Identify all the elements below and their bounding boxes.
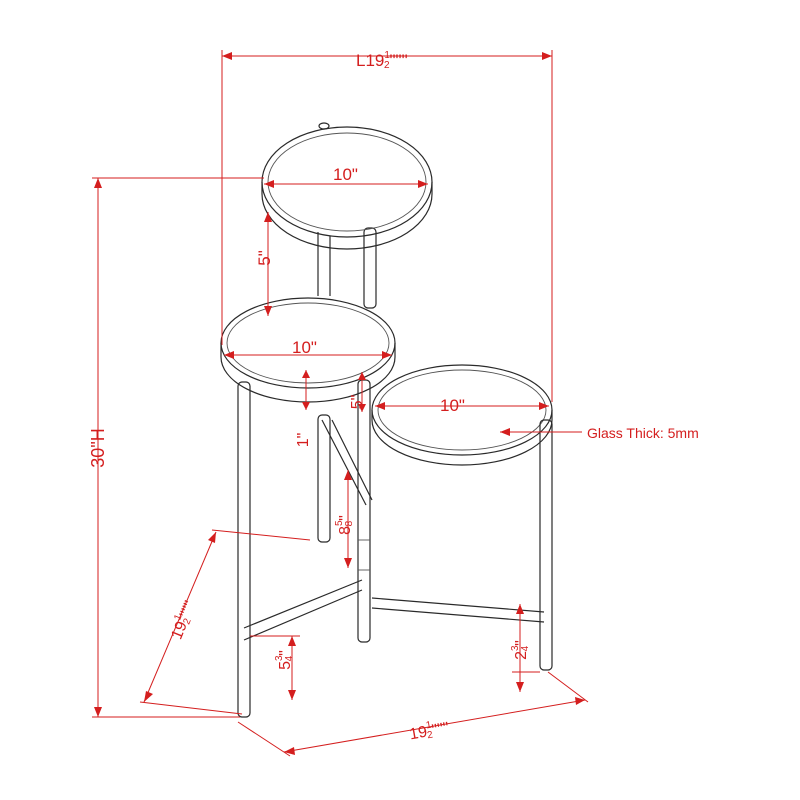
middle-diameter-label: 10" — [292, 338, 317, 357]
height-label: 30"H — [88, 428, 108, 467]
glass-thickness-note: Glass Thick: 5mm — [587, 425, 699, 441]
back-legs — [317, 122, 377, 309]
tier-gap-label: 5" — [255, 250, 274, 266]
plant-stand-outline — [220, 122, 553, 718]
right-tray — [371, 364, 553, 466]
depth-label: 1912""" — [166, 597, 200, 642]
right-diameter-label: 10" — [440, 396, 465, 415]
width-label: 1912""" — [408, 717, 451, 745]
top-tray — [261, 126, 433, 250]
right-drop-label: 5" — [349, 395, 366, 410]
brace-height-label: 858" — [334, 515, 355, 535]
lip-height-label: 1" — [295, 433, 312, 448]
right-foot-label: 234" — [510, 640, 531, 660]
braces — [243, 419, 545, 641]
left-foot-label: 534" — [274, 650, 295, 670]
top-diameter-label: 10" — [333, 165, 358, 184]
dimension-lines — [92, 50, 589, 757]
